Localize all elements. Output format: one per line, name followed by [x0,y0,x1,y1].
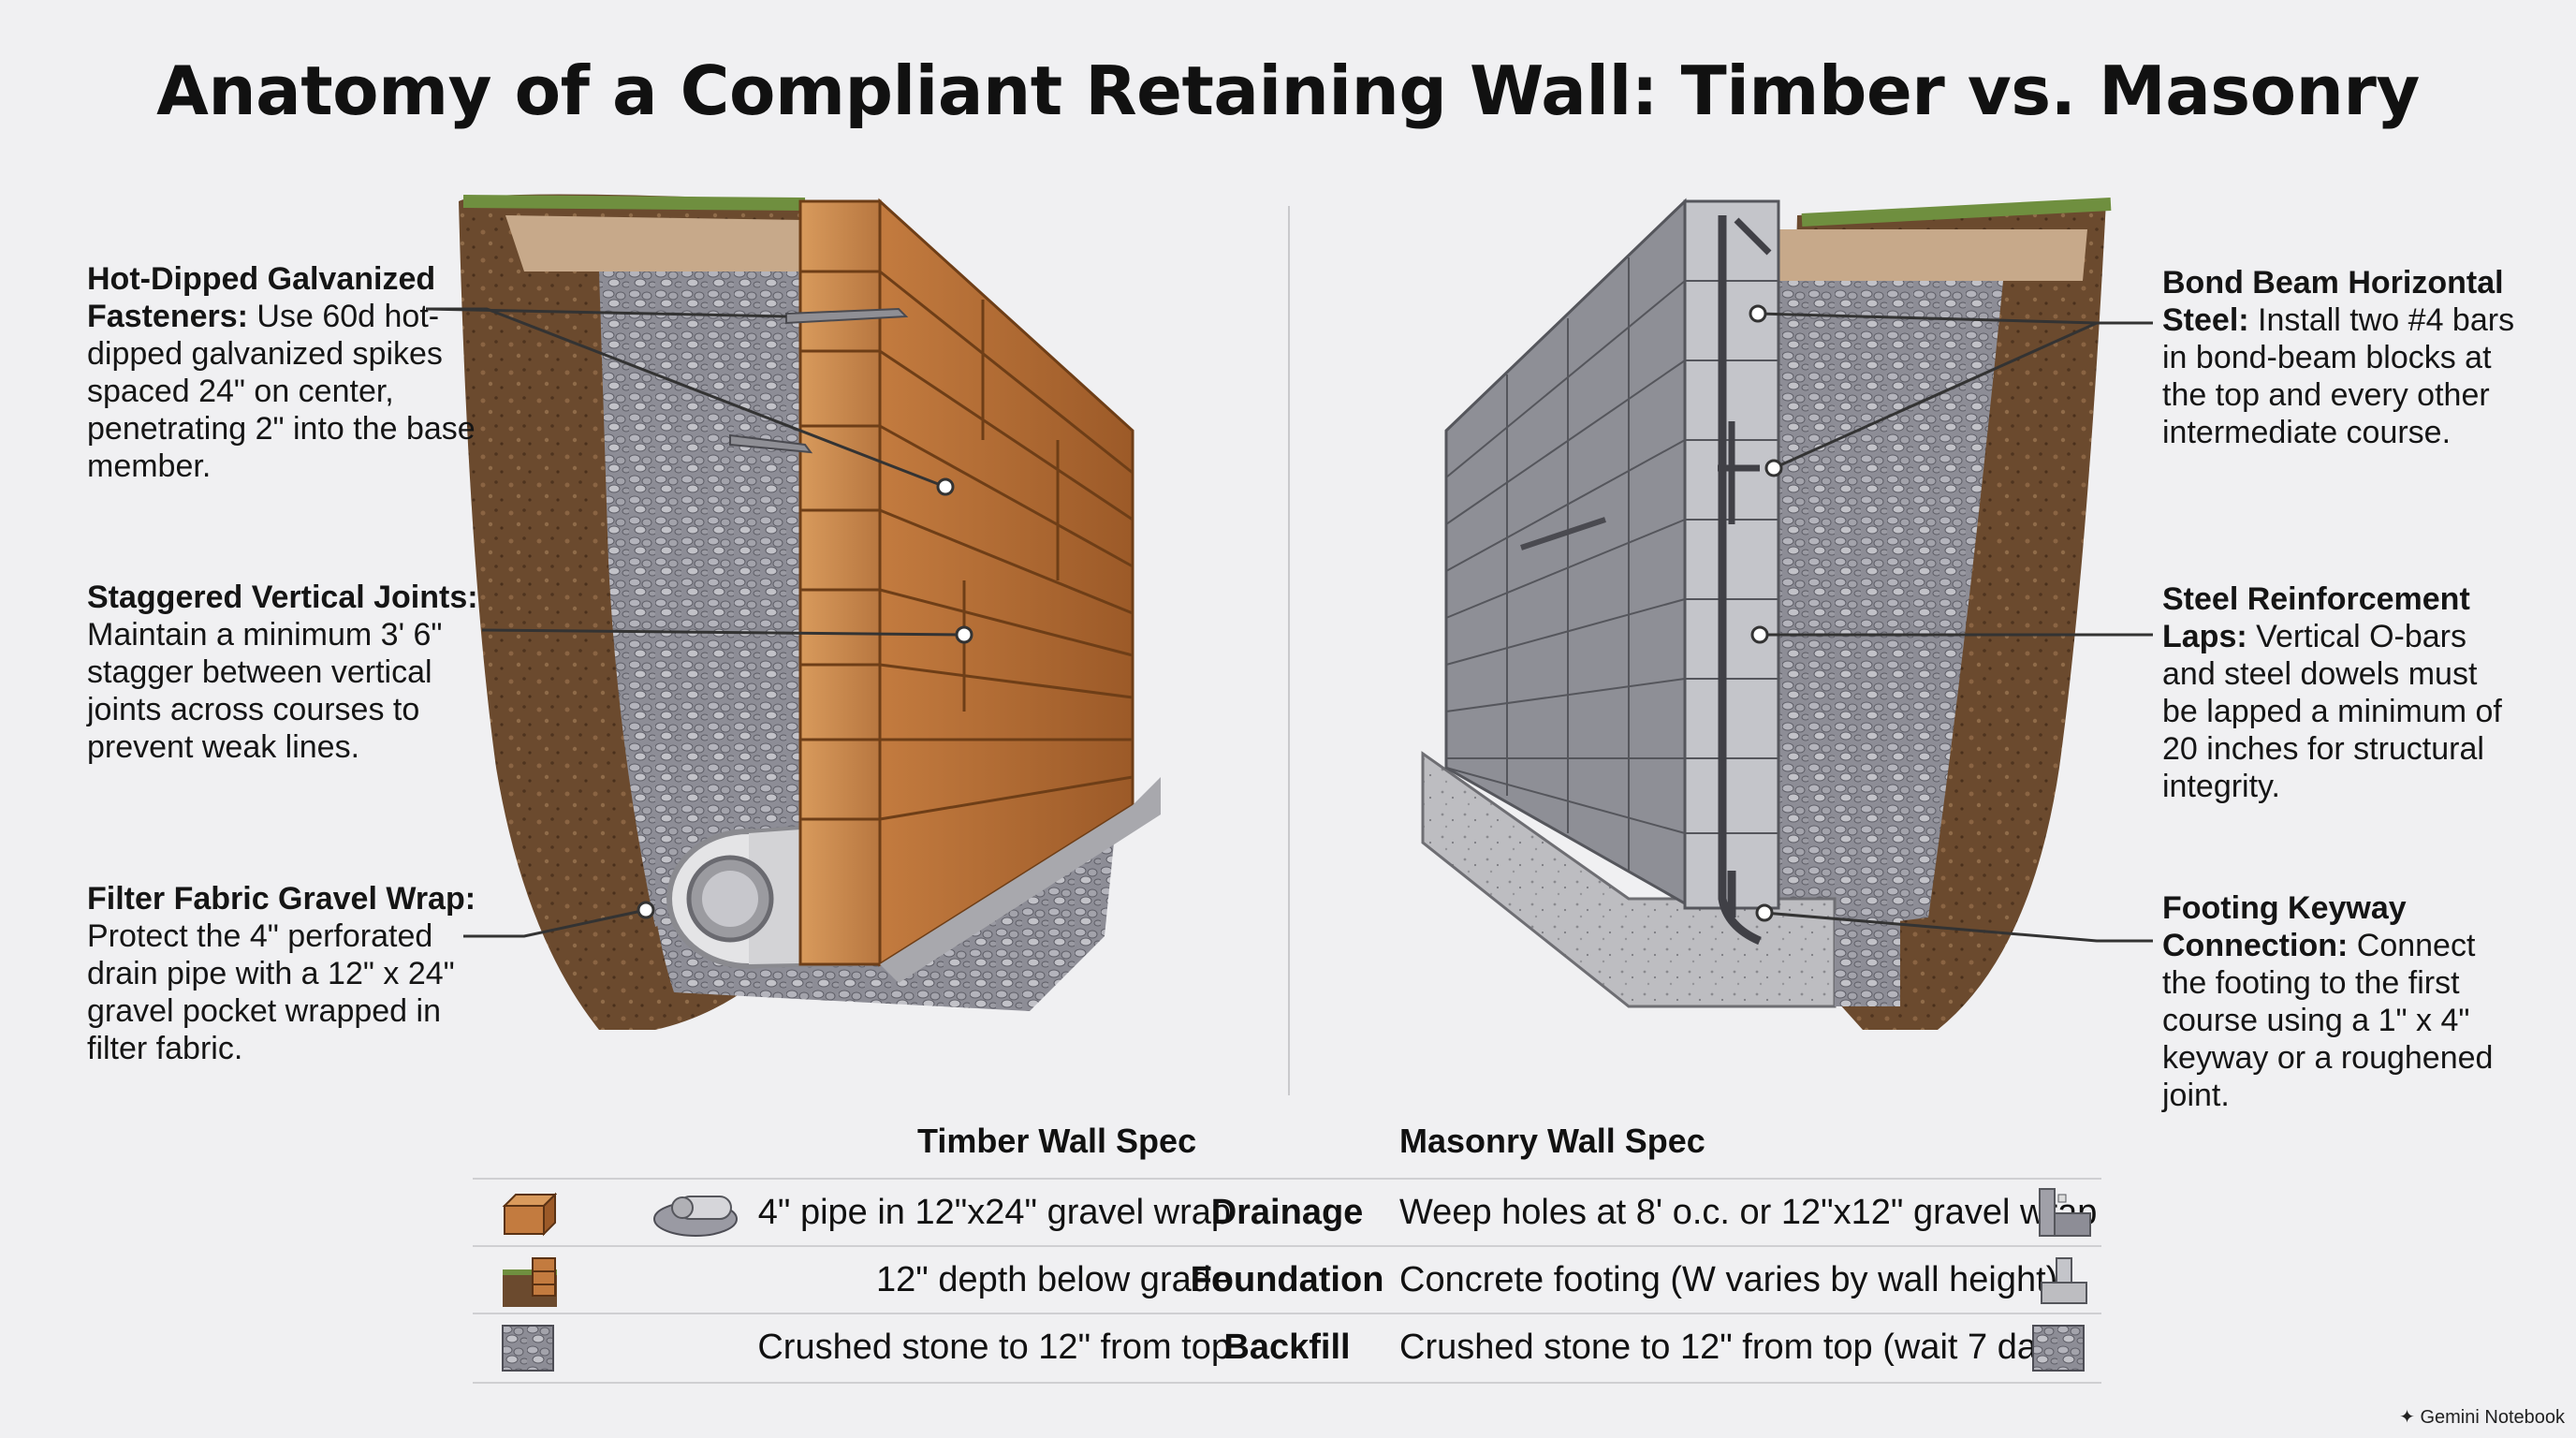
callout-body: Connect the footing to the first course … [2162,928,2494,1113]
timber-foundation-icon [503,1257,557,1307]
callout-body: Maintain a minimum 3' 6" stagger between… [87,617,443,765]
callout-footing-keyway: Footing Keyway Connection: Connect the f… [2162,889,2518,1114]
sparkle-icon: ✦ [2399,1407,2421,1428]
callout-body: Use 60d hot-dipped galvanized spikes spa… [87,299,476,484]
callout-dot [637,901,655,919]
category-backfill: Backfill [1223,1328,1351,1367]
crushed-stone-icon [502,1325,554,1372]
callout-dot [955,625,973,644]
callout-heading: Bond Beam Horizontal Steel: [2162,265,2504,338]
callout-body: Install two #4 bars in bond-beam blocks … [2162,302,2515,450]
category-foundation: Foundation [1190,1260,1384,1299]
callout-staggered-joints: Staggered Vertical Joints: Maintain a mi… [87,579,480,766]
center-divider [1288,206,1290,1095]
callout-dot [1750,625,1769,644]
timber-drainage: 4" pipe in 12"x24" gravel wrap [757,1193,1231,1232]
branding: ✦ Gemini Notebook [2399,1405,2565,1429]
category-drainage: Drainage [1210,1193,1364,1232]
callout-heading: Filter Fabric Gravel Wrap: [87,881,476,917]
table-row: 12" depth below grade Foundation Concret… [473,1245,2101,1314]
masonry-drainage: Weep holes at 8' o.c. or 12"x12" gravel … [1399,1193,2098,1232]
timber-backfill: Crushed stone to 12" from top [757,1328,1231,1367]
masonry-wall-illustration [1421,198,2112,1030]
callout-steel-laps: Steel Reinforcement Laps: Vertical O-bar… [2162,580,2518,805]
timber-block-icon [502,1192,557,1237]
drain-pipe-icon [653,1196,738,1237]
callout-filter-fabric: Filter Fabric Gravel Wrap: Protect the 4… [87,880,480,1067]
table-row: Crushed stone to 12" from top Backfill C… [473,1313,2101,1384]
callout-heading: Steel Reinforcement Laps: [2162,581,2470,654]
masonry-backfill: Crushed stone to 12" from top (wait 7 da… [1399,1328,2085,1367]
callout-body: Protect the 4" perforated drain pipe wit… [87,918,455,1066]
callout-dot [1764,459,1783,477]
callout-heading: Footing Keyway Connection: [2162,890,2407,963]
callout-bond-beam: Bond Beam Horizontal Steel: Install two … [2162,264,2518,451]
callout-leaders [425,307,2153,943]
callout-galvanized-fasteners: Hot-Dipped Galvanized Fasteners: Use 60d… [87,260,480,485]
concrete-footing-icon [2041,1257,2087,1304]
timber-foundation: 12" depth below grade [876,1260,1231,1299]
timber-wall-illustration [459,194,1161,1030]
callout-body: Vertical O-bars and steel dowels must be… [2162,619,2502,804]
callout-heading: Staggered Vertical Joints: [87,580,478,615]
weep-hole-icon [2039,1188,2091,1237]
timber-spec-header: Timber Wall Spec [917,1122,1197,1160]
callout-dot [1755,903,1774,922]
table-row: 4" pipe in 12"x24" gravel wrap Drainage … [473,1178,2101,1247]
masonry-spec-header: Masonry Wall Spec [1399,1122,1705,1160]
callout-dot [1749,304,1767,323]
callout-heading: Hot-Dipped Galvanized Fasteners: [87,261,436,334]
page-title: Anatomy of a Compliant Retaining Wall: T… [156,51,2420,130]
callout-dot [936,477,955,496]
branding-label: Gemini Notebook [2420,1407,2565,1428]
crushed-stone-icon [2032,1325,2085,1372]
masonry-foundation: Concrete footing (W varies by wall heigh… [1399,1260,2058,1299]
